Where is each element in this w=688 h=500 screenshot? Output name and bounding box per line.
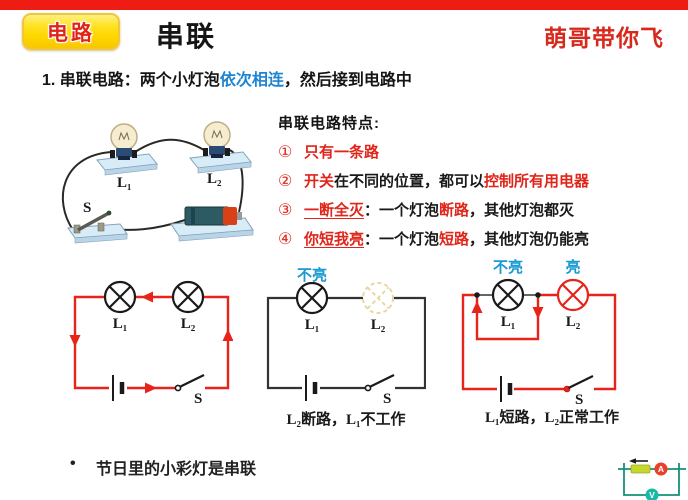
brand-circuit-logo: A V bbox=[616, 458, 688, 500]
lamp2-label: L₂ bbox=[371, 317, 386, 333]
logo-voltmeter-icon: V bbox=[645, 488, 659, 500]
feature-text: 在不同的位置，都可以 bbox=[334, 173, 485, 190]
circuit-drawing-normal: L₁ L₂ S bbox=[69, 280, 234, 407]
lamp-icon bbox=[295, 282, 329, 315]
feature-text: ，其他灯泡都灭 bbox=[469, 202, 575, 219]
lamp2-label: L₂ bbox=[566, 314, 581, 330]
light-bulb-icon bbox=[110, 123, 138, 160]
features-heading: 串联电路特点: bbox=[278, 115, 380, 132]
brand-circuit-drawing: A V bbox=[618, 458, 686, 500]
feature-item-2: ② 开关在不同的位置，都可以控制所有用电器 bbox=[278, 173, 680, 191]
light-bulb-icon bbox=[203, 121, 231, 158]
topic-badge-label: 电路 bbox=[47, 21, 95, 45]
top-accent-bar bbox=[0, 0, 688, 10]
svg-text:V: V bbox=[649, 490, 655, 500]
svg-text:A: A bbox=[658, 464, 664, 474]
lamp2-label: L₂ bbox=[181, 316, 196, 332]
logo-ammeter-icon: A bbox=[654, 462, 668, 476]
switch-icon bbox=[67, 210, 128, 244]
battery-symbol-icon bbox=[112, 375, 125, 401]
diagram-caption: L₂断路，L₁不工作 bbox=[286, 412, 406, 428]
feature-item-1: ① 只有一条路 bbox=[278, 144, 680, 162]
circuit-diagram-normal: L₁ L₂ S bbox=[63, 279, 234, 407]
switch-label: S bbox=[383, 391, 391, 406]
switch-symbol-icon bbox=[174, 374, 205, 392]
switch-symbol-icon bbox=[364, 374, 395, 392]
circuit-drawing-open: L₁ L₂ S bbox=[266, 282, 426, 406]
photo-lamp2-label: L₂ bbox=[207, 171, 222, 187]
intro-highlight: 依次相连 bbox=[219, 72, 284, 89]
feature-item-4: ④ 你短我亮：一个灯泡短路，其他灯泡仍能亮 bbox=[278, 231, 680, 249]
feature-text: 只有一条路 bbox=[304, 144, 380, 161]
intro-seg: 两个小灯泡 bbox=[139, 72, 220, 89]
feature-text: 断路 bbox=[439, 202, 470, 219]
circuit-diagram-short: 不亮 亮 bbox=[452, 256, 652, 428]
battery-symbol-icon bbox=[305, 375, 318, 401]
logo-arrow-icon bbox=[629, 458, 648, 464]
lamp1-label: L₁ bbox=[305, 317, 320, 333]
intro-line: 1. 串联电路：两个小灯泡依次相连，然后接到电路中 bbox=[42, 66, 412, 90]
lamp-icon bbox=[491, 278, 525, 312]
photo-switch-label: S bbox=[83, 200, 91, 216]
circled-number-icon: ④ bbox=[278, 231, 293, 248]
switch-label: S bbox=[194, 391, 202, 404]
status-label: 不亮 bbox=[492, 259, 523, 276]
feature-item-3: ③ 一断全灭：一个灯泡断路，其他灯泡都灭 bbox=[278, 202, 680, 220]
logo-resistor-icon bbox=[630, 464, 651, 474]
battery-icon bbox=[170, 206, 254, 242]
feature-text: 一断全灭 bbox=[304, 202, 365, 219]
feature-text: 控制所有用电器 bbox=[484, 173, 590, 190]
features-panel: 串联电路特点: ① 只有一条路 ② 开关在不同的位置，都可以控制所有用电器 ③ … bbox=[278, 112, 680, 249]
feature-text: ：一个灯泡 bbox=[364, 231, 440, 248]
circuit-photo-drawing: L₁ L₂ S bbox=[61, 121, 254, 244]
wire bbox=[266, 296, 426, 390]
feature-text: 你短我亮 bbox=[304, 231, 365, 248]
brand-text: 萌哥带你飞 bbox=[544, 26, 664, 51]
lamp1-label: L₁ bbox=[113, 316, 128, 332]
status-label: 不亮 bbox=[296, 267, 327, 284]
broken-lamp-icon bbox=[362, 282, 394, 314]
photo-lamp1-label: L₁ bbox=[117, 175, 132, 191]
battery-symbol-icon bbox=[500, 376, 513, 402]
junction-dot bbox=[535, 292, 541, 298]
lamp-icon bbox=[103, 280, 205, 314]
bullet-icon: • bbox=[70, 455, 76, 472]
switch-label: S bbox=[575, 392, 583, 406]
current-arrow-icon bbox=[471, 301, 544, 319]
switch-symbol-icon bbox=[563, 375, 594, 393]
lamp1-label: L₁ bbox=[501, 314, 516, 330]
page-title: 串联 bbox=[156, 21, 217, 52]
lit-lamp-icon bbox=[556, 278, 590, 312]
intro-suffix: ，然后接到电路中 bbox=[283, 72, 412, 89]
circled-number-icon: ① bbox=[278, 144, 293, 161]
intro-prefix: 1. 串联电路： bbox=[42, 72, 140, 89]
diagram-caption: L₁短路，L₂正常工作 bbox=[484, 410, 619, 426]
status-label: 亮 bbox=[565, 259, 581, 276]
feature-text: 开关 bbox=[304, 173, 335, 190]
circled-number-icon: ② bbox=[278, 173, 293, 190]
topic-badge: 电路 bbox=[22, 13, 120, 50]
note-line: • 节日里的小彩灯是串联 bbox=[70, 455, 256, 479]
junction-dot bbox=[474, 292, 480, 298]
circled-number-icon: ③ bbox=[278, 202, 293, 219]
feature-text: ：一个灯泡 bbox=[364, 202, 440, 219]
wire bbox=[73, 295, 230, 390]
feature-text: 短路 bbox=[439, 231, 470, 248]
circuit-drawing-short: L₁ L₂ S bbox=[461, 278, 617, 406]
circuit-diagram-open: 不亮 bbox=[256, 264, 436, 429]
current-arrow-icon bbox=[69, 291, 234, 394]
feature-text: ，其他灯泡仍能亮 bbox=[469, 231, 590, 248]
circuit-photo: L₁ L₂ S bbox=[45, 100, 270, 260]
note-text: 节日里的小彩灯是串联 bbox=[96, 461, 257, 478]
